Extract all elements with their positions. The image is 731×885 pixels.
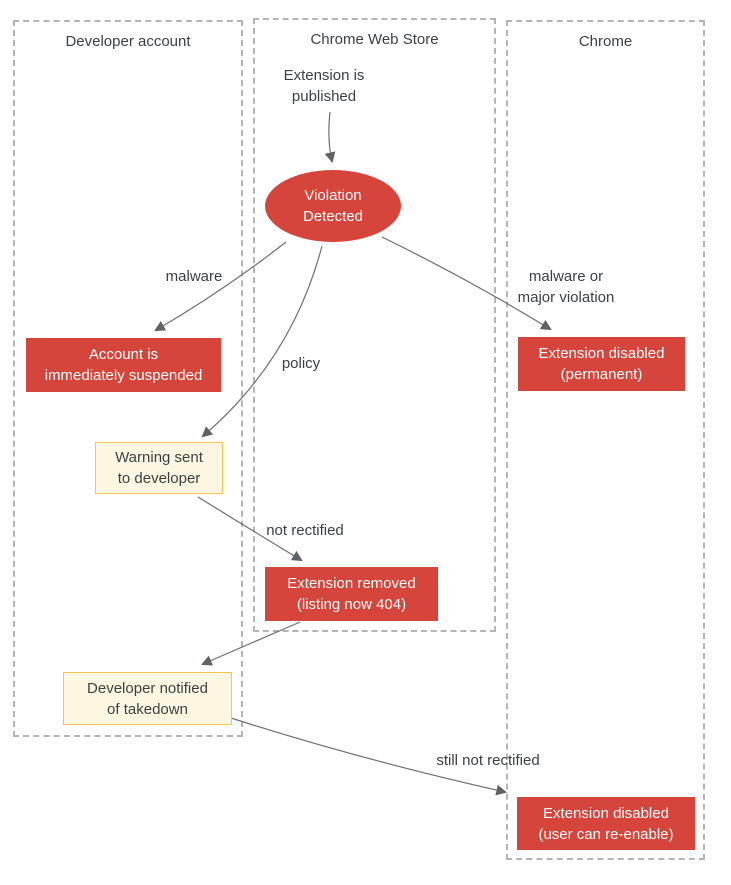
edge-label-not-rectified: not rectified bbox=[266, 522, 344, 539]
node-violation-detected-line2: Detected bbox=[302, 208, 364, 225]
edge-label-malware: malware bbox=[165, 268, 223, 285]
lane-chrome: Chrome bbox=[506, 20, 705, 860]
lane-title-developer-account: Developer account bbox=[65, 33, 191, 50]
node-developer-notified-line1: Developer notified bbox=[87, 679, 208, 697]
node-warning-sent-line1: Warning sent bbox=[115, 449, 203, 466]
lane-title-chrome: Chrome bbox=[578, 33, 633, 50]
edge-label-still-not-rectified: still not rectified bbox=[436, 752, 540, 769]
edge-label-malware-or-major-violation-line2: major violation bbox=[517, 289, 615, 306]
node-extension-disabled-permanent-line2: (permanent) bbox=[560, 366, 643, 383]
node-extension-removed-line2: (listing now 404) bbox=[296, 596, 407, 613]
node-warning-sent: Warning sent to developer bbox=[95, 442, 223, 494]
node-warning-sent-line2: to developer bbox=[117, 470, 201, 487]
node-extension-disabled-permanent-line1: Extension disabled bbox=[538, 345, 665, 362]
node-extension-disabled-reenable: Extension disabled (user can re-enable) bbox=[517, 797, 695, 850]
lane-title-chrome-web-store: Chrome Web Store bbox=[310, 31, 439, 48]
node-violation-detected-line1: Violation bbox=[304, 187, 362, 204]
node-developer-notified-line2: of takedown bbox=[107, 700, 188, 718]
node-extension-published-line1: Extension is bbox=[283, 67, 365, 84]
node-violation-detected: Violation Detected bbox=[265, 170, 401, 242]
edge-label-malware-or-major-violation: malware or major violation bbox=[508, 266, 624, 308]
node-extension-published: Extension is published bbox=[264, 64, 384, 108]
node-extension-removed: Extension removed (listing now 404) bbox=[265, 567, 438, 621]
node-account-suspended-line1: Account is bbox=[88, 346, 159, 363]
node-extension-removed-line1: Extension removed bbox=[287, 575, 416, 592]
node-extension-disabled-permanent: Extension disabled (permanent) bbox=[518, 337, 685, 391]
node-extension-disabled-reenable-line1: Extension disabled bbox=[543, 804, 669, 822]
node-account-suspended-line2: immediately suspended bbox=[44, 367, 203, 384]
node-account-suspended: Account is immediately suspended bbox=[26, 338, 221, 392]
node-extension-published-line2: published bbox=[291, 88, 357, 105]
edge-label-policy: policy bbox=[281, 355, 321, 372]
node-extension-disabled-reenable-line2: (user can re-enable) bbox=[538, 825, 674, 843]
edge-label-malware-or-major-violation-line1: malware or bbox=[528, 268, 604, 285]
node-developer-notified: Developer notified of takedown bbox=[63, 672, 232, 725]
